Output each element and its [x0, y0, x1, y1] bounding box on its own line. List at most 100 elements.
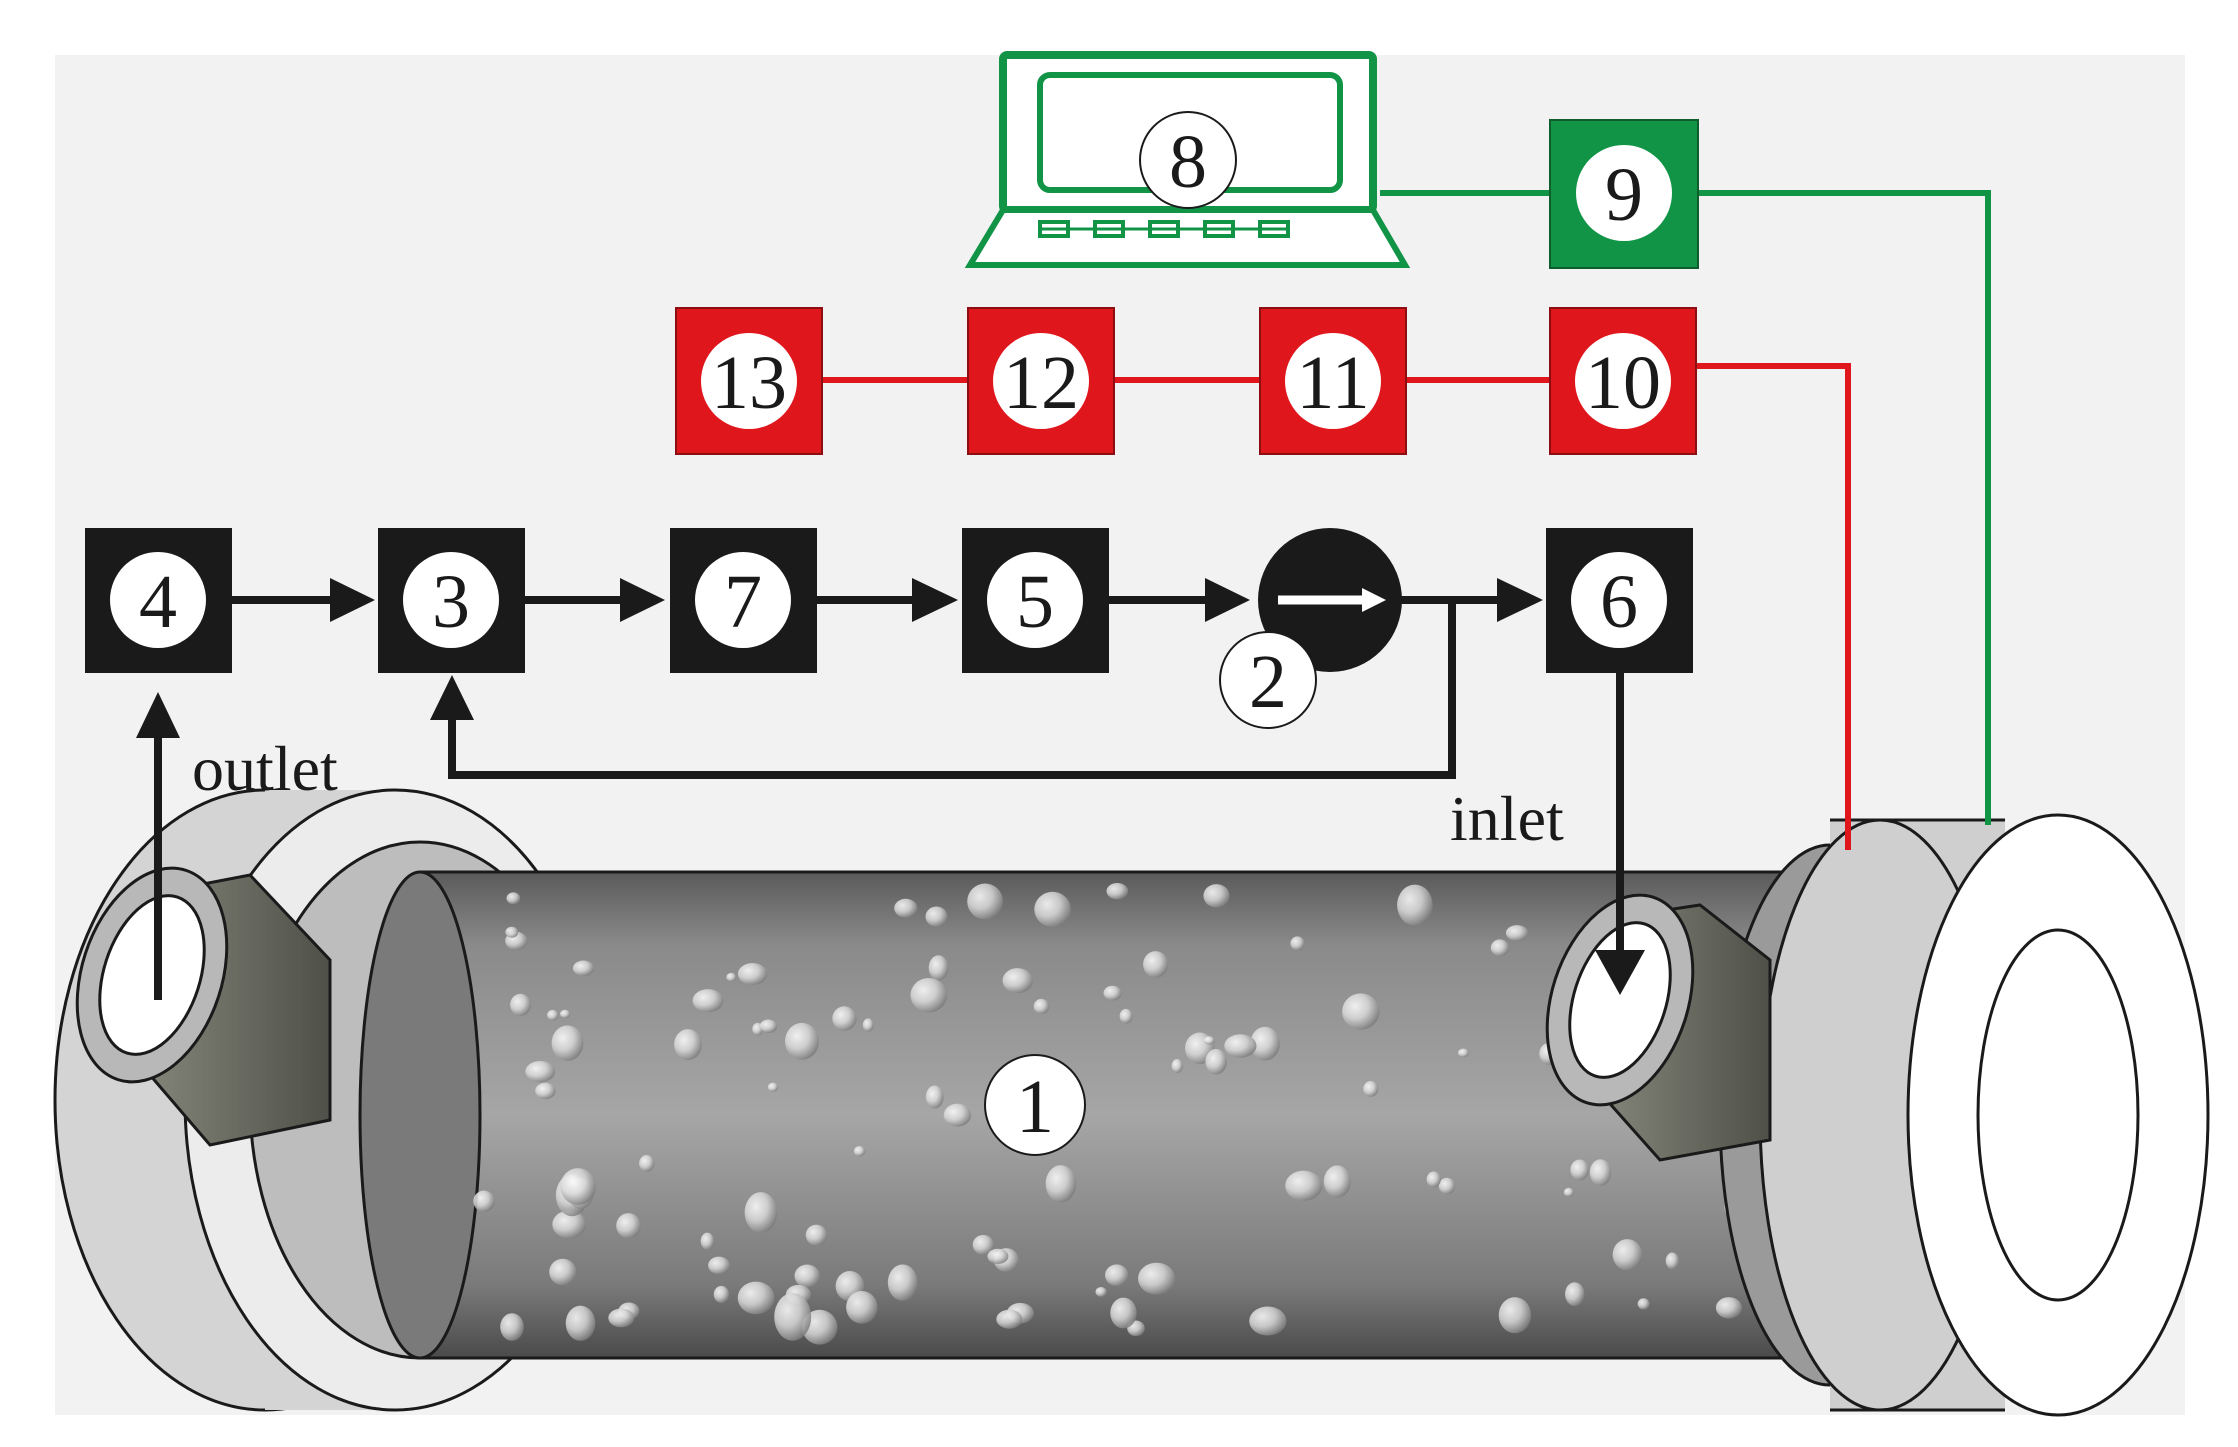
bubble	[1565, 1282, 1585, 1306]
label-7: 7	[724, 560, 762, 644]
bubble	[700, 1232, 715, 1250]
bubble	[910, 978, 948, 1013]
bubble	[1171, 1059, 1183, 1073]
bubble	[1033, 998, 1050, 1015]
component-4-box: 4	[85, 528, 232, 673]
outlet-label: outlet	[192, 733, 338, 804]
bubble	[1110, 1297, 1137, 1329]
bubble	[925, 906, 948, 927]
right-flange-hole	[1976, 928, 2140, 1302]
bubble	[846, 1291, 878, 1324]
bubble	[862, 1018, 874, 1032]
bubble	[832, 1006, 857, 1031]
label-3: 3	[432, 560, 470, 644]
label-5: 5	[1016, 560, 1054, 644]
bubble	[1203, 884, 1230, 908]
bubble	[1103, 985, 1122, 1001]
bubbles-group	[473, 883, 1801, 1345]
recirculation-line	[448, 600, 1456, 779]
bubble	[505, 926, 519, 938]
reactor-label-circle	[984, 1054, 1086, 1156]
bubble	[774, 1293, 812, 1341]
bubble	[1106, 883, 1129, 900]
bubble	[1105, 1264, 1129, 1286]
bubble	[887, 1264, 918, 1301]
component-12-box: 12	[967, 307, 1115, 455]
bubble	[549, 1258, 577, 1286]
label-12: 12	[1003, 341, 1079, 425]
bubble	[552, 1210, 586, 1239]
component-7-box: 7	[670, 528, 817, 673]
flow-arrows	[136, 578, 1645, 1000]
bubble	[794, 1264, 820, 1288]
bubble	[551, 1025, 584, 1061]
bubble	[1498, 1297, 1532, 1334]
bubble	[925, 1085, 944, 1109]
bubble	[608, 1308, 635, 1328]
bubble	[1490, 939, 1509, 957]
component-11-box: 11	[1259, 307, 1407, 455]
bubble	[1397, 884, 1433, 926]
bubble	[1095, 1287, 1107, 1297]
inlet-label: inlet	[1450, 783, 1564, 854]
component-10-box: 10	[1549, 307, 1697, 455]
bubble	[1323, 1165, 1351, 1198]
bubble	[1570, 1159, 1589, 1181]
tube-left-end	[358, 870, 482, 1360]
bubble	[473, 1190, 495, 1212]
bubble	[547, 1009, 559, 1021]
bubble	[708, 1256, 730, 1275]
bubble	[525, 1061, 556, 1083]
bubble	[805, 1224, 828, 1246]
label-2: 2	[1249, 640, 1287, 724]
component-5-box: 5	[962, 528, 1109, 673]
bubble	[639, 1155, 655, 1172]
bubble	[565, 1305, 596, 1341]
bubble	[1612, 1239, 1643, 1271]
bubble	[1203, 1036, 1215, 1045]
bubble	[737, 963, 768, 985]
bubble	[767, 1082, 779, 1092]
bubble	[1249, 1306, 1287, 1336]
bubble	[1205, 1048, 1227, 1075]
bubble	[853, 1146, 866, 1157]
label-8: 8	[1169, 120, 1207, 204]
component-13-box: 13	[675, 307, 823, 455]
bubble	[1458, 1048, 1469, 1058]
bubble	[535, 1082, 556, 1100]
bubble	[943, 1103, 972, 1127]
bubble	[1285, 1170, 1323, 1201]
bubble	[1665, 1252, 1679, 1270]
bubble	[1505, 925, 1529, 941]
label-11: 11	[1296, 341, 1369, 425]
pump-icon: 2	[1219, 528, 1402, 729]
label-13: 13	[711, 341, 787, 425]
component-9-box: 9	[1549, 119, 1699, 269]
bubble	[1426, 1171, 1441, 1188]
bubble	[560, 1009, 571, 1019]
bubble	[759, 1019, 778, 1033]
bubble	[1438, 1177, 1456, 1195]
bubble	[572, 960, 595, 976]
outlet-port	[75, 866, 332, 1147]
label-9: 9	[1605, 153, 1643, 237]
bubble	[1045, 1165, 1077, 1203]
reactor-assembly: 1	[53, 788, 2210, 1417]
bubble	[674, 1029, 702, 1061]
bubble	[560, 1168, 596, 1205]
bubble	[785, 1022, 819, 1060]
component-3-box: 3	[378, 528, 525, 673]
bubble	[996, 1309, 1023, 1329]
bubble	[616, 1213, 641, 1239]
bubble	[1342, 993, 1380, 1030]
bubble	[1637, 1298, 1650, 1310]
bubble	[1002, 968, 1033, 994]
bubble	[692, 989, 724, 1013]
bubble	[972, 1234, 994, 1255]
bubble	[894, 898, 918, 918]
label-6: 6	[1600, 560, 1638, 644]
bubble	[1363, 1081, 1379, 1097]
bubble	[1119, 1008, 1133, 1024]
bubble	[967, 883, 1003, 920]
